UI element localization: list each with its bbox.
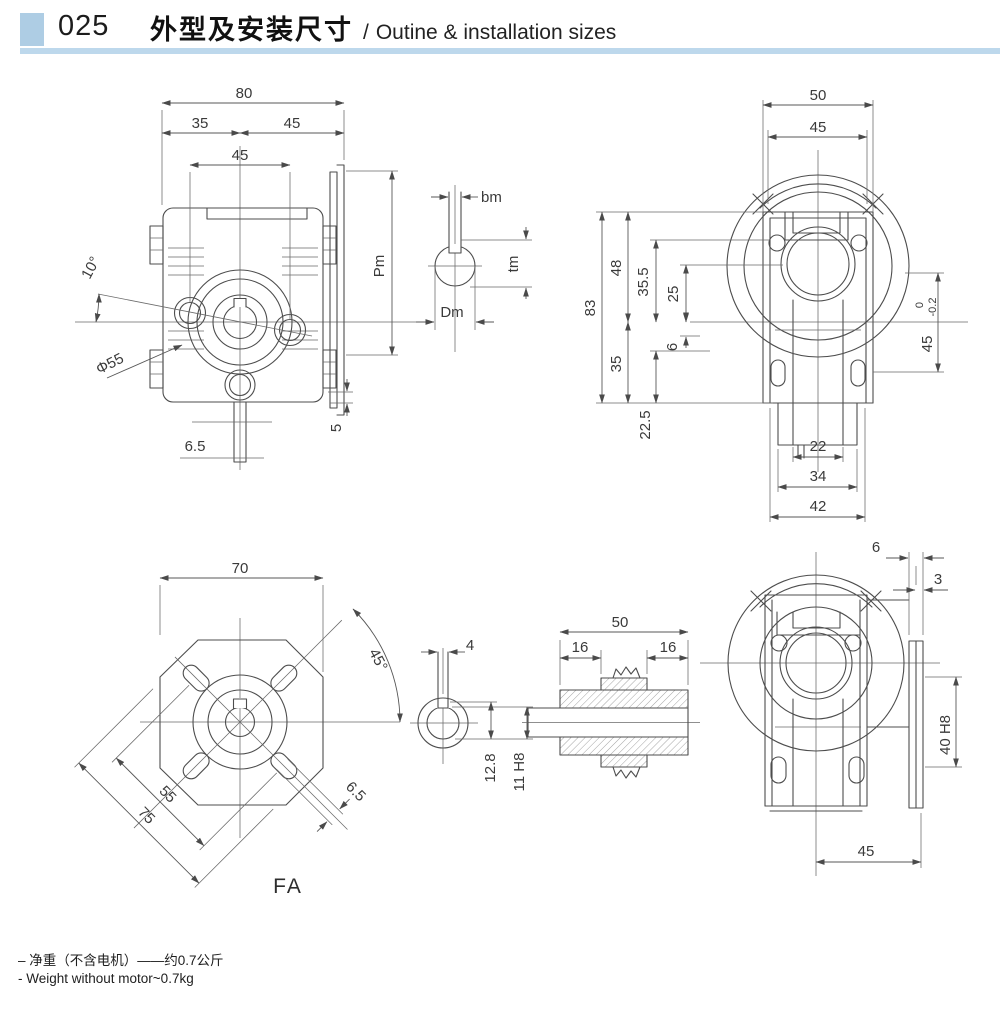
page-title-en: Outine & installation sizes	[375, 21, 617, 44]
output-bore-detail: 4 12.8 11 H8	[410, 637, 533, 791]
dim-bore-key-height: 12.8	[482, 753, 499, 782]
footer-notes: – 净重（不含电机）——约0.7公斤 - Weight without moto…	[18, 952, 224, 987]
dim-side-hub-dia: 34	[810, 468, 827, 485]
dim-side-upper-height: 48	[608, 260, 625, 277]
dim-bore-dia: 11 H8	[511, 753, 528, 792]
dim-shaft-left-step: 16	[572, 639, 589, 656]
dim-side-flange-size: 45	[919, 336, 936, 353]
dim-front-worm-offset: 6.5	[185, 438, 206, 455]
dim-side-flange-width: 45	[810, 119, 827, 136]
motor-shaft-detail: bm tm Dm	[416, 185, 532, 352]
dim-side-center-distance: 25	[665, 286, 682, 303]
dim-front-left-width: 35	[192, 115, 209, 132]
header-rule	[20, 48, 1000, 54]
dim-outside-spigot-dia: 40 H8	[937, 715, 954, 755]
accent-square	[20, 13, 44, 46]
dim-front-overall-width: 80	[236, 85, 253, 102]
dim-outside-hub-offset: 45	[858, 843, 875, 860]
dim-motor-key-height: tm	[505, 256, 522, 273]
dim-side-flange-tol-upper: 0	[914, 302, 926, 308]
dim-side-lower-height: 35	[608, 356, 625, 373]
dim-fa-slot-width: 6.5	[342, 778, 369, 805]
dim-front-bolt-spacing: 45	[232, 147, 249, 164]
fa-flange-view: 55 75 6.5 45° 70 FA	[74, 560, 403, 898]
dim-bore-key-width: 4	[466, 637, 474, 654]
dim-shaft-right-step: 16	[660, 639, 677, 656]
dim-fa-hole-angle: 45°	[365, 646, 391, 674]
dim-fa-overall-width: 70	[232, 560, 249, 577]
hollow-shaft-section: 50 16 16	[522, 614, 700, 779]
page-title: 外型及安装尺寸 / Outine & installation sizes	[150, 8, 616, 47]
dim-outside-flange-thickness: 6	[872, 539, 880, 556]
dim-front-tilt-angle: 10°	[78, 254, 104, 282]
dim-side-hub-flange-dia: 42	[810, 498, 827, 515]
dim-front-bolt-circle: Φ55	[93, 350, 126, 378]
dim-side-overall-height: 83	[582, 300, 599, 317]
front-view: 80 35 45 45 10° Φ55 6.5 5 Pm	[75, 85, 420, 470]
dim-motor-shaft-dia: Dm	[440, 304, 463, 321]
dim-shaft-length: 50	[612, 614, 629, 631]
weight-note-zh: – 净重（不含电机）——约0.7公斤	[18, 953, 224, 968]
dim-front-motor-flange-height: Pm	[371, 255, 388, 278]
dim-outside-spigot-thickness: 3	[934, 571, 942, 588]
dim-front-foot-step: 5	[328, 424, 345, 432]
page-title-zh: 外型及安装尺寸	[150, 15, 353, 45]
output-side-view: 6 3 40 H8 45	[700, 539, 962, 876]
page-title-divider: /	[363, 21, 369, 44]
dim-side-hub-bore: 22	[810, 438, 827, 455]
fa-view-label: FA	[273, 875, 303, 898]
dim-motor-key-width: bm	[481, 189, 502, 206]
side-view: 50 45 83 48 35 35.5 22.5 25 6 22 34 42 4…	[582, 87, 968, 522]
dim-side-top-width: 50	[810, 87, 827, 104]
dim-side-flange-tol-lower: -0.2	[927, 298, 939, 317]
dim-front-right-width: 45	[284, 115, 301, 132]
dim-side-foot-height: 22.5	[637, 410, 654, 439]
weight-note-en: - Weight without motor~0.7kg	[18, 970, 194, 986]
page-number: 025	[58, 10, 110, 42]
dim-side-lug-offset: 6	[664, 343, 681, 351]
dim-side-center-height: 35.5	[635, 267, 652, 296]
